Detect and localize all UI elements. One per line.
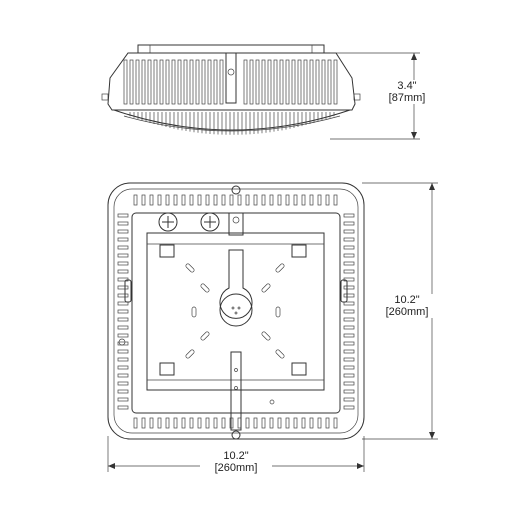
plan-view [107,182,365,440]
bottom-dimension-label: 10.2" [260mm] [200,450,272,474]
side-dimension-label: 10.2" [260mm] [376,294,438,318]
height-dimension-label: 3.4" [87mm] [372,80,442,104]
screw-left [158,212,178,232]
screw-right [200,212,220,232]
height-inch: 3.4" [397,80,417,92]
bottom-mm: [260mm] [214,462,258,474]
side-inch: 10.2" [394,294,420,306]
bottom-inch: 10.2" [223,450,249,462]
height-mm: [87mm] [388,92,426,104]
height-dimension-line [330,52,420,140]
side-view [101,44,361,135]
side-mm: [260mm] [385,306,429,318]
